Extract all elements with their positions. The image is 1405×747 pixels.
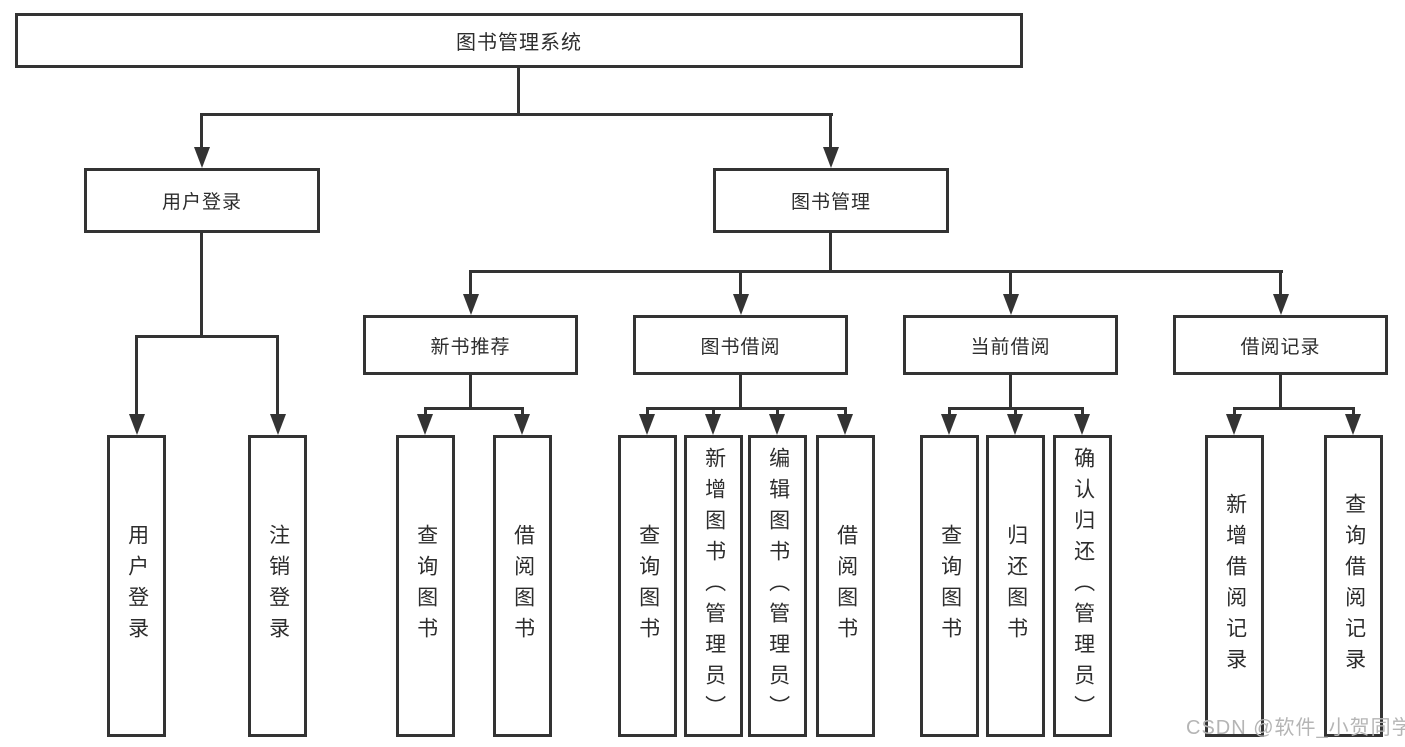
node-book-borrow: 图书借阅 (633, 315, 848, 375)
connector-line (712, 407, 715, 417)
connector-line (776, 407, 779, 417)
arrowhead-down-icon (837, 414, 853, 435)
connector-line (424, 407, 524, 410)
leaf-add-book-admin-label: 新增图书（管理员） (702, 446, 726, 726)
arrowhead-down-icon (941, 414, 957, 435)
leaf-user-login: 用户登录 (107, 435, 166, 737)
connector-line (200, 113, 203, 150)
leaf-logout: 注销登录 (248, 435, 307, 737)
connector-line (1233, 407, 1354, 410)
connector-line (135, 335, 279, 338)
leaf-recommend-query-book-label: 查询图书 (414, 524, 438, 648)
connector-line (1279, 375, 1282, 407)
node-current-borrow: 当前借阅 (903, 315, 1118, 375)
connector-line (1233, 407, 1236, 417)
arrowhead-down-icon (463, 294, 479, 315)
arrowhead-down-icon (1074, 414, 1090, 435)
connector-line (829, 113, 832, 150)
connector-line (646, 407, 649, 417)
leaf-logout-label: 注销登录 (266, 524, 290, 648)
node-book-management: 图书管理 (713, 168, 949, 233)
connector-line (200, 233, 203, 335)
leaf-borrow-query-book-label: 查询图书 (636, 524, 660, 648)
arrowhead-down-icon (417, 414, 433, 435)
leaf-recommend-query-book: 查询图书 (396, 435, 455, 737)
arrowhead-down-icon (1226, 414, 1242, 435)
arrowhead-down-icon (1273, 294, 1289, 315)
arrowhead-down-icon (1007, 414, 1023, 435)
node-book-management-label: 图书管理 (790, 192, 871, 213)
connector-line (424, 407, 427, 417)
arrowhead-down-icon (194, 147, 210, 168)
leaf-add-borrow-record: 新增借阅记录 (1205, 435, 1264, 737)
arrowhead-down-icon (769, 414, 785, 435)
arrowhead-down-icon (733, 294, 749, 315)
leaf-add-book-admin: 新增图书（管理员） (684, 435, 743, 737)
connector-line (829, 233, 832, 270)
leaf-recommend-borrow-book: 借阅图书 (493, 435, 552, 737)
leaf-current-query-book-label: 查询图书 (938, 524, 962, 648)
leaf-user-login-label: 用户登录 (125, 524, 149, 648)
connector-line (1279, 270, 1282, 296)
node-current-borrow-label: 当前借阅 (970, 336, 1051, 358)
node-library-system: 图书管理系统 (15, 13, 1023, 68)
leaf-confirm-return-admin: 确认归还（管理员） (1053, 435, 1112, 737)
node-new-book-recommend-label: 新书推荐 (430, 336, 511, 358)
connector-line (469, 270, 1283, 273)
csdn-watermark: CSDN @软件_小贺同学 (1186, 717, 1405, 739)
arrowhead-down-icon (823, 147, 839, 168)
connector-line (1014, 407, 1017, 417)
connector-line (948, 407, 951, 417)
connector-line (646, 407, 846, 410)
connector-line (517, 68, 520, 114)
leaf-return-book-label: 归还图书 (1004, 524, 1028, 648)
connector-line (1081, 407, 1084, 417)
node-library-system-label: 图书管理系统 (456, 32, 582, 54)
connector-line (1009, 270, 1012, 296)
connector-line (1352, 407, 1355, 417)
node-user-login-label: 用户登录 (161, 192, 242, 213)
node-borrow-records: 借阅记录 (1173, 315, 1388, 375)
leaf-current-query-book: 查询图书 (920, 435, 979, 737)
connector-line (469, 375, 472, 407)
arrowhead-down-icon (1345, 414, 1361, 435)
connector-line (739, 270, 742, 296)
leaf-edit-book-admin-label: 编辑图书（管理员） (766, 446, 790, 726)
arrowhead-down-icon (1003, 294, 1019, 315)
leaf-confirm-return-admin-label: 确认归还（管理员） (1071, 446, 1095, 726)
leaf-recommend-borrow-book-label: 借阅图书 (511, 524, 535, 648)
node-borrow-records-label: 借阅记录 (1240, 336, 1321, 358)
connector-line (521, 407, 524, 417)
arrowhead-down-icon (639, 414, 655, 435)
leaf-borrow-book: 借阅图书 (816, 435, 875, 737)
arrowhead-down-icon (514, 414, 530, 435)
connector-line (844, 407, 847, 417)
node-user-login: 用户登录 (84, 168, 320, 233)
connector-line (200, 113, 833, 116)
node-new-book-recommend: 新书推荐 (363, 315, 578, 375)
leaf-borrow-book-label: 借阅图书 (834, 524, 858, 648)
leaf-return-book: 归还图书 (986, 435, 1045, 737)
connector-line (1009, 375, 1012, 407)
leaf-add-borrow-record-label: 新增借阅记录 (1223, 493, 1247, 679)
connector-line (276, 335, 279, 417)
connector-line (135, 335, 138, 417)
leaf-query-borrow-record: 查询借阅记录 (1324, 435, 1383, 737)
node-book-borrow-label: 图书借阅 (700, 336, 781, 358)
leaf-query-borrow-record-label: 查询借阅记录 (1342, 493, 1366, 679)
arrowhead-down-icon (129, 414, 145, 435)
leaf-borrow-query-book: 查询图书 (618, 435, 677, 737)
arrowhead-down-icon (270, 414, 286, 435)
connector-line (469, 270, 472, 296)
connector-line (739, 375, 742, 407)
arrowhead-down-icon (705, 414, 721, 435)
leaf-edit-book-admin: 编辑图书（管理员） (748, 435, 807, 737)
